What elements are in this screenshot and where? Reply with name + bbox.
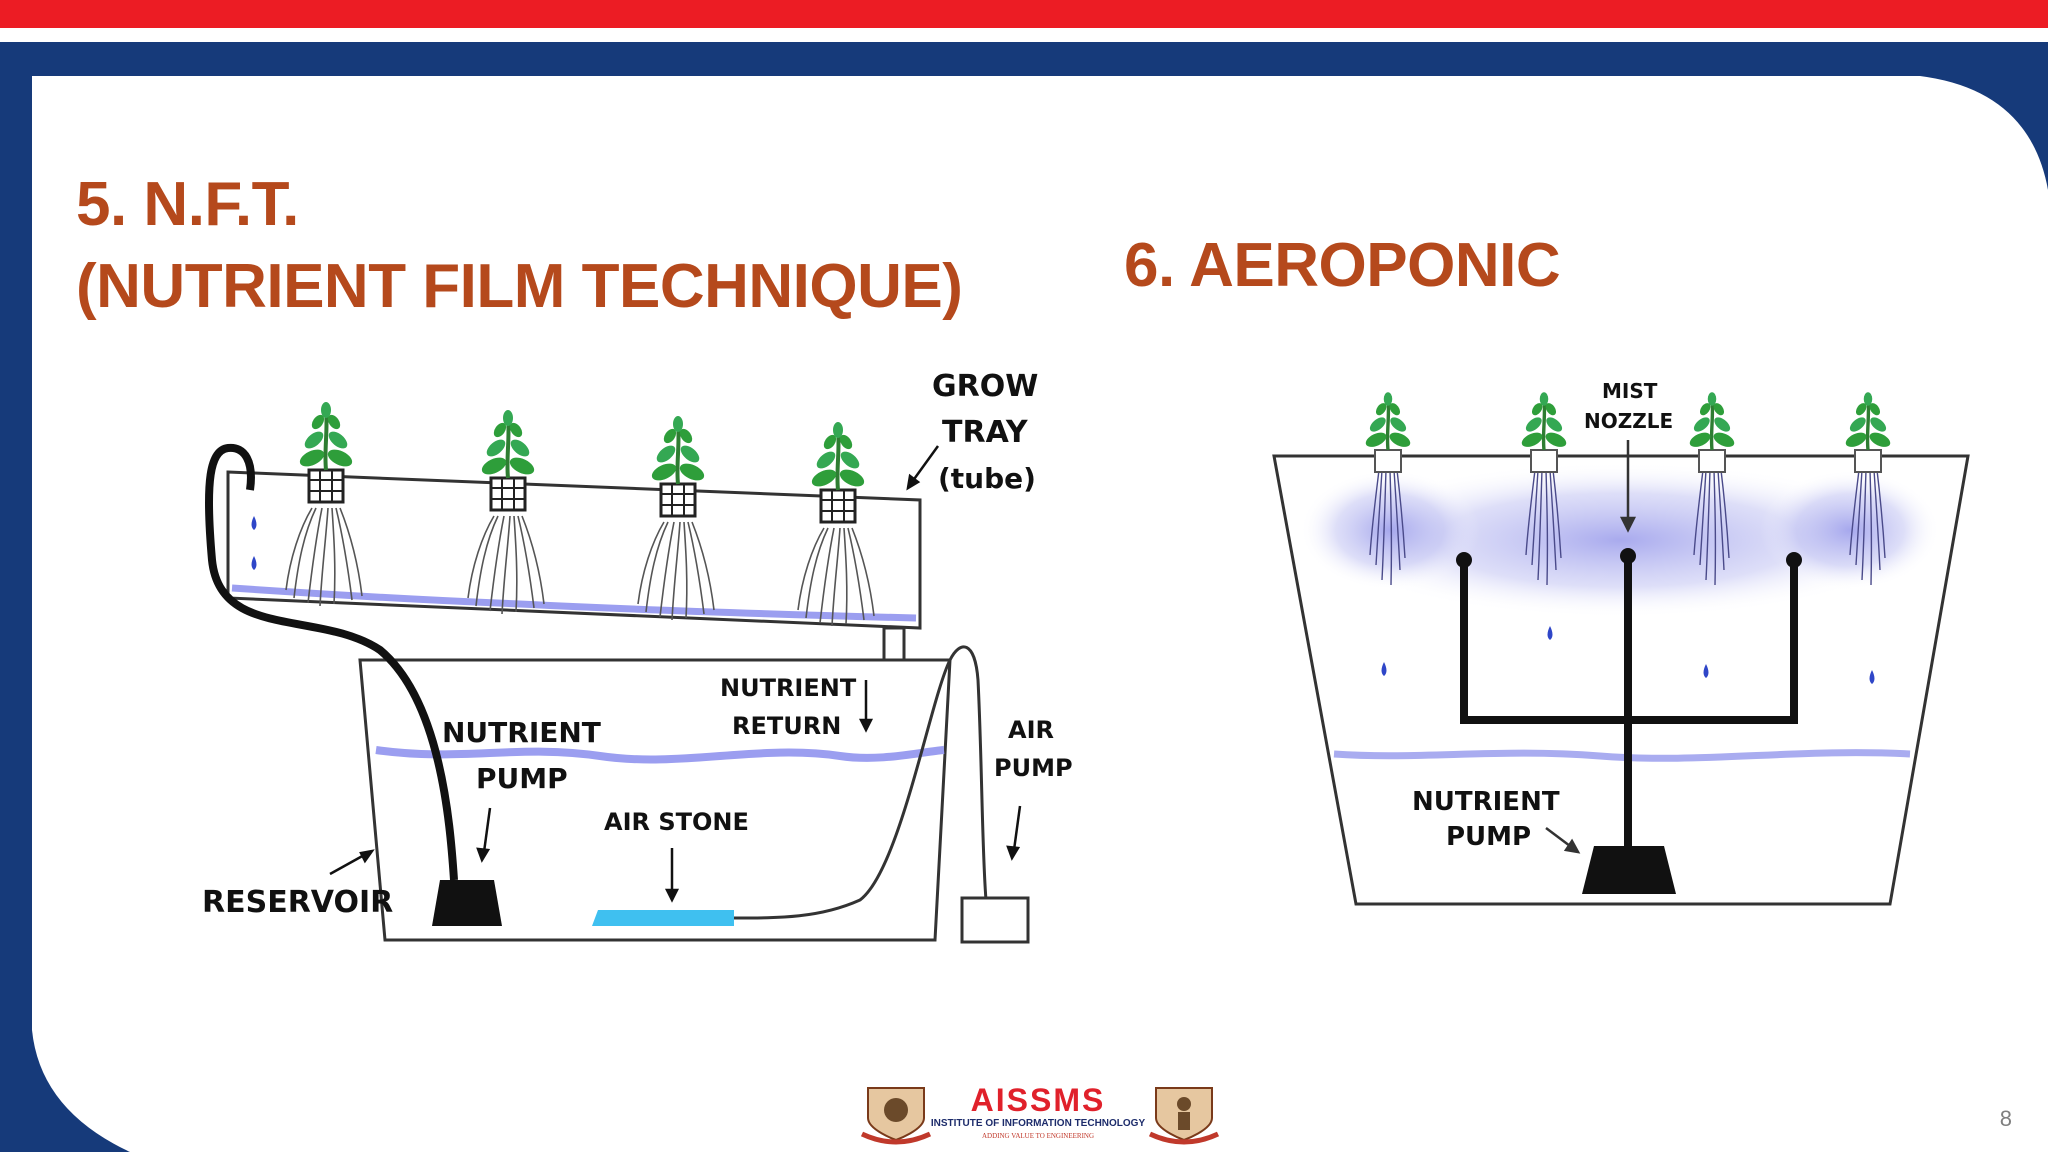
mist-cloud <box>1320 462 1920 618</box>
right-crest-icon <box>1148 1087 1220 1145</box>
aeroponic-title: 6. AEROPONIC <box>1124 231 1561 300</box>
aero-plant-3 <box>1685 390 1739 473</box>
nft-nutrient-pump <box>432 880 502 926</box>
reservoir-water-line <box>375 746 945 764</box>
page-number: 8 <box>1999 1106 2012 1131</box>
nft-title-line2: (NUTRIENT FILM TECHNIQUE) <box>76 252 963 321</box>
arrow-grow-tray <box>910 445 940 483</box>
label-mist: MIST <box>1602 379 1658 403</box>
top-red-bar <box>0 0 2048 28</box>
label-reservoir: RESERVOIR <box>202 885 393 920</box>
drop <box>1547 626 1553 640</box>
label-tube: (tube) <box>938 462 1036 495</box>
nft-title-line1: 5. N.F.T. <box>76 170 299 239</box>
nozzle <box>1456 552 1472 568</box>
label-nozzle: NOZZLE <box>1584 409 1673 433</box>
label-grow: GROW <box>932 369 1038 404</box>
label-aero-nutrient: NUTRIENT <box>1412 787 1560 817</box>
aero-plant-4 <box>1841 390 1895 473</box>
air-stone <box>592 910 734 926</box>
arrow-aero-pump <box>1545 827 1571 847</box>
tray-water-film <box>231 584 917 622</box>
nft-diagram: GROW TRAY (tube) NUTRIENT RETURN NUTRIEN… <box>202 369 1073 944</box>
drop <box>1703 664 1709 678</box>
air-pump <box>960 896 1030 944</box>
aero-plant-1 <box>1361 390 1415 473</box>
drop <box>1869 670 1875 684</box>
label-nutrient-pump-2: PUMP <box>476 762 568 795</box>
label-air-pump-2: PUMP <box>994 754 1073 782</box>
aero-nutrient-pump <box>1582 846 1676 894</box>
arrow-nutrient-pump <box>482 807 492 853</box>
top-white-stripe <box>0 28 2048 42</box>
nft-title: 5. N.F.T. (NUTRIENT FILM TECHNIQUE) <box>76 164 963 328</box>
aeroponic-diagram: MIST NOZZLE NUTRIENT PUMP <box>1272 379 1970 906</box>
label-aero-pump: PUMP <box>1446 822 1531 852</box>
drop <box>251 556 257 570</box>
nozzle <box>1786 552 1802 568</box>
nozzle <box>1620 548 1636 564</box>
label-air-stone: AIR STONE <box>604 808 749 836</box>
drop <box>1381 662 1387 676</box>
label-air-pump-1: AIR <box>1008 716 1054 744</box>
footer-logo: AISSMS INSTITUTE OF INFORMATION TECHNOLO… <box>860 1082 1220 1145</box>
label-tray: TRAY <box>942 415 1029 450</box>
logo-institute: INSTITUTE OF INFORMATION TECHNOLOGY <box>931 1118 1146 1129</box>
left-crest-icon <box>860 1087 932 1145</box>
drop <box>251 516 257 530</box>
air-hose <box>733 645 988 920</box>
arrow-reservoir <box>329 852 367 876</box>
aero-water-line <box>1333 749 1911 762</box>
label-nutrient-pump-1: NUTRIENT <box>442 716 601 749</box>
mist-manifold <box>1460 556 1798 848</box>
logo-tagline: ADDING VALUE TO ENGINEERING <box>982 1132 1094 1140</box>
reservoir-tank <box>358 658 952 942</box>
arrow-air-pump <box>1012 805 1022 851</box>
nutrient-supply-hose <box>205 443 458 881</box>
logo-brand: AISSMS <box>971 1082 1106 1118</box>
label-nutrient-return-2: RETURN <box>732 712 841 740</box>
aero-plant-2 <box>1517 390 1571 473</box>
label-nutrient-return-1: NUTRIENT <box>720 674 857 702</box>
